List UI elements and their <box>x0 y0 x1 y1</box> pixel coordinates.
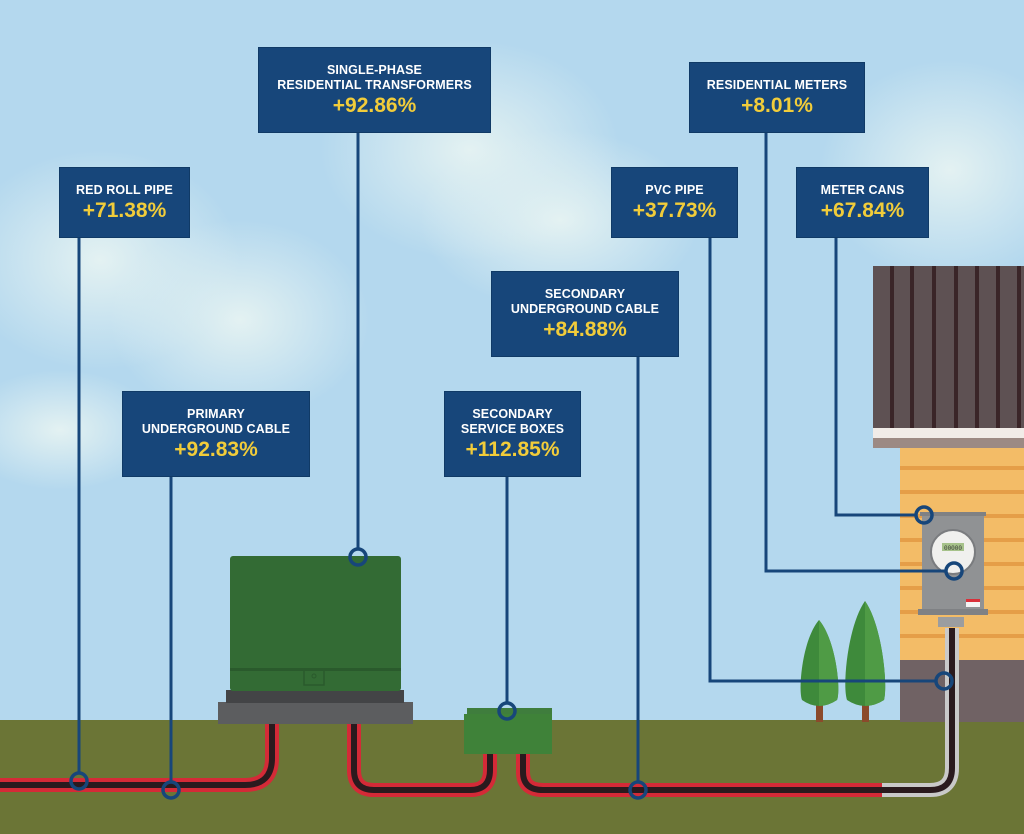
pvc-conduit <box>882 628 959 797</box>
roof <box>873 266 1024 428</box>
endpoint-secondary-underground-cable <box>628 780 648 800</box>
label-name: SECONDARY UNDERGROUND CABLE <box>510 286 660 316</box>
meter: 00000 <box>930 529 976 575</box>
label-value: +92.86% <box>332 93 417 117</box>
roof-fascia <box>873 438 1024 448</box>
secondary-cable <box>516 752 882 797</box>
roof-ridges <box>890 266 1021 428</box>
label-name: RESIDENTIAL METERS <box>706 77 848 92</box>
label-red-roll-pipe: RED ROLL PIPE +71.38% <box>59 167 190 238</box>
label-secondary-service-boxes: SECONDARY SERVICE BOXES +112.85% <box>444 391 581 477</box>
label-pvc-pipe: PVC PIPE +37.73% <box>611 167 738 238</box>
leader-meter-cans <box>834 237 916 517</box>
leader-pvc-pipe <box>708 237 936 683</box>
label-name: PVC PIPE <box>645 182 704 197</box>
service-box <box>464 708 552 754</box>
label-value: +112.85% <box>465 437 560 461</box>
label-value: +67.84% <box>820 198 905 222</box>
tree-left <box>800 620 839 722</box>
label-meter-cans: METER CANS +67.84% <box>796 167 929 238</box>
transformer <box>218 556 413 724</box>
label-residential-meters: RESIDENTIAL METERS +8.01% <box>689 62 865 133</box>
label-name: METER CANS <box>820 182 905 197</box>
meter-display: 00000 <box>944 545 962 552</box>
label-value: +71.38% <box>82 198 167 222</box>
endpoint-single-phase-transformers <box>348 547 368 567</box>
endpoint-meter-cans <box>914 505 934 525</box>
label-primary-underground-cable: PRIMARY UNDERGROUND CABLE +92.83% <box>122 391 310 477</box>
label-name: SINGLE-PHASE RESIDENTIAL TRANSFORMERS <box>277 62 472 92</box>
label-value: +92.83% <box>174 437 258 461</box>
leader-lines <box>77 131 946 782</box>
endpoint-secondary-service-boxes <box>497 701 517 721</box>
leader-endpoints <box>69 505 964 800</box>
primary-cable <box>0 720 279 792</box>
label-name: RED ROLL PIPE <box>76 182 173 197</box>
endpoint-residential-meters <box>944 561 964 581</box>
label-name: SECONDARY SERVICE BOXES <box>460 406 565 436</box>
endpoint-primary-underground-cable <box>161 780 181 800</box>
label-value: +84.88% <box>543 317 627 341</box>
endpoint-red-roll-pipe <box>69 771 89 791</box>
transformer-to-servicebox-cable <box>347 720 497 797</box>
label-name: PRIMARY UNDERGROUND CABLE <box>141 406 291 436</box>
label-secondary-underground-cable: SECONDARY UNDERGROUND CABLE +84.88% <box>491 271 679 357</box>
leader-residential-meters <box>764 131 946 573</box>
endpoint-pvc-pipe <box>934 671 954 691</box>
label-value: +37.73% <box>632 198 717 222</box>
label-value: +8.01% <box>741 93 813 117</box>
house-foundation <box>900 660 1024 722</box>
label-single-phase-transformers: SINGLE-PHASE RESIDENTIAL TRANSFORMERS +9… <box>258 47 491 133</box>
transformer-lock <box>303 668 325 686</box>
roof-trim <box>873 428 1024 438</box>
